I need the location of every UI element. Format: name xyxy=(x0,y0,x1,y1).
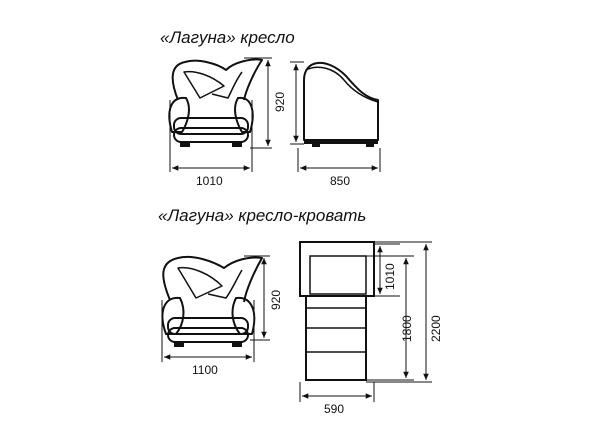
armchair-depth-dimension xyxy=(297,148,381,172)
armchair-depth-label: 850 xyxy=(330,174,350,188)
sofabed-front-view xyxy=(161,256,263,347)
armchair-side-view xyxy=(303,61,379,147)
armchair-height-label: 920 xyxy=(273,92,287,112)
sofabed-width-label: 1100 xyxy=(192,363,218,377)
sofabed-total-length-label: 2200 xyxy=(429,315,443,342)
sofabed-total-length-dimension xyxy=(366,241,432,383)
sofa-bed-title: «Лагуна» кресло-кровать xyxy=(158,206,367,225)
sofabed-top-view xyxy=(299,241,375,381)
sofabed-bed-length-dimension xyxy=(366,255,414,381)
armchair-side-height-dimension xyxy=(290,61,304,145)
sofabed-back-depth-dimension xyxy=(374,243,400,297)
sofabed-bed-width-label: 590 xyxy=(324,402,344,416)
armchair-width-dimension xyxy=(169,100,253,172)
sofabed-height-label: 920 xyxy=(269,290,283,310)
armchair-title: «Лагуна» кресло xyxy=(160,28,295,47)
sofabed-width-dimension xyxy=(161,300,255,362)
sofabed-bed-width-dimension xyxy=(299,382,375,402)
sofabed-back-depth-label: 1010 xyxy=(383,263,397,290)
armchair-height-dimension xyxy=(244,57,272,149)
sofabed-bed-length-label: 1800 xyxy=(400,315,414,342)
armchair-width-label: 1010 xyxy=(196,174,223,188)
sofabed-height-dimension xyxy=(244,255,270,341)
armchair-front-view xyxy=(168,58,263,147)
